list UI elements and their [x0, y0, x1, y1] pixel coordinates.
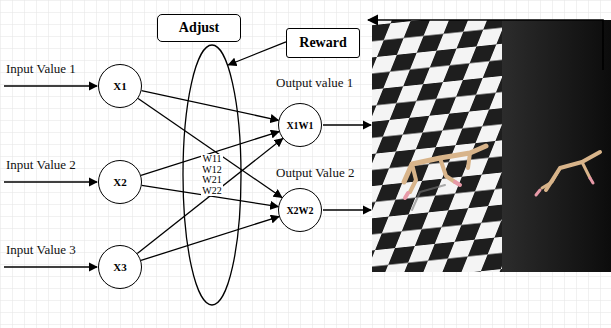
- node-label: Reward: [299, 35, 346, 50]
- output-label: Output value 1: [276, 76, 353, 90]
- connector-arrow: [137, 139, 282, 254]
- output-neuron: X2W2: [278, 188, 322, 232]
- input-neuron: X1: [98, 64, 142, 108]
- reward-box: Reward: [286, 28, 360, 58]
- walker-robot: [404, 146, 600, 210]
- input-label: Input Value 1: [6, 62, 76, 76]
- node-label: Adjust: [179, 20, 219, 35]
- weight-label: W21: [201, 175, 222, 186]
- connector-arrow: [142, 91, 279, 121]
- weight-label: W12: [201, 165, 222, 176]
- output-label: Output Value 2: [276, 166, 354, 180]
- input-neuron: X2: [98, 160, 142, 204]
- connector-arrow: [228, 42, 286, 65]
- input-label: Input Value 3: [6, 243, 76, 257]
- output-neuron: X1W1: [278, 103, 322, 147]
- adjust-box: Adjust: [157, 14, 241, 42]
- connector-arrow: [138, 99, 282, 198]
- weight-label: W22: [201, 186, 222, 197]
- connector-arrow: [141, 132, 279, 176]
- simulation-image: [372, 20, 611, 272]
- signal-arrows: [4, 20, 603, 267]
- input-label: Input Value 2: [6, 158, 76, 172]
- node-label: X1: [113, 80, 126, 92]
- connector-arrow: [141, 217, 279, 261]
- node-label: X3: [113, 261, 126, 273]
- weight-label: W11: [201, 154, 222, 165]
- node-label: X2W2: [286, 205, 313, 216]
- weight-ellipse: W11W12W21W22: [182, 44, 242, 306]
- node-label: X2: [113, 176, 126, 188]
- node-label: X1W1: [286, 120, 313, 131]
- input-neuron: X3: [98, 245, 142, 289]
